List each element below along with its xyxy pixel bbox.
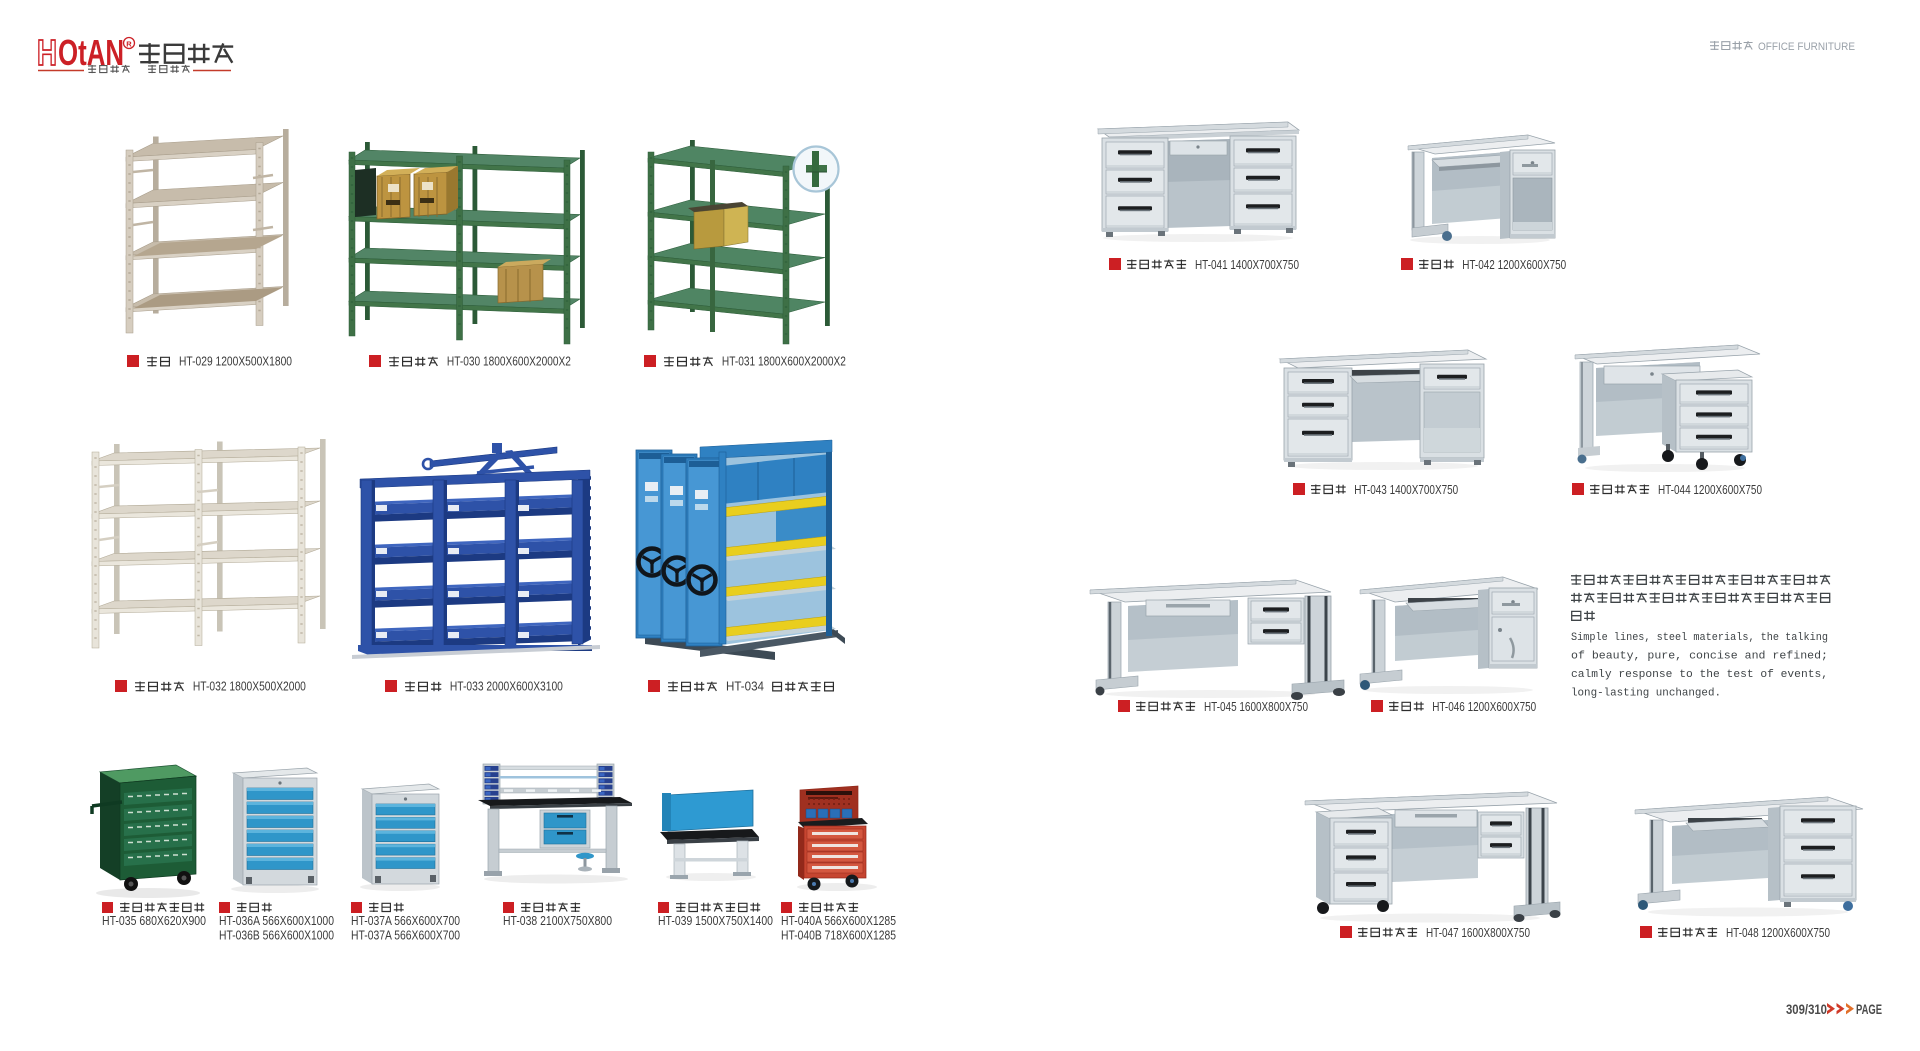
svg-text:HT-040B 718X600X1285: HT-040B 718X600X1285 xyxy=(781,929,896,943)
svg-text:HT-032 1800X500X2000: HT-032 1800X500X2000 xyxy=(193,680,306,694)
svg-text:HT-034: HT-034 xyxy=(726,680,764,694)
svg-text:HT-033 2000X600X3100: HT-033 2000X600X3100 xyxy=(450,680,563,694)
svg-text:OFFICE FURNITURE: OFFICE FURNITURE xyxy=(1758,41,1855,53)
svg-text:HT-036A 566X600X1000: HT-036A 566X600X1000 xyxy=(219,914,334,928)
svg-text:HT-031 1800X600X2000X2: HT-031 1800X600X2000X2 xyxy=(722,355,846,369)
svg-text:HT-043 1400X700X750: HT-043 1400X700X750 xyxy=(1354,483,1458,497)
svg-text:HT-035 680X620X900: HT-035 680X620X900 xyxy=(102,914,206,928)
svg-text:HT-045 1600X800X750: HT-045 1600X800X750 xyxy=(1204,700,1308,714)
svg-text:HT-044 1200X600X750: HT-044 1200X600X750 xyxy=(1658,483,1762,497)
svg-text:HT-040A 566X600X1285: HT-040A 566X600X1285 xyxy=(781,914,896,928)
svg-text:HT-036B 566X600X1000: HT-036B 566X600X1000 xyxy=(219,929,334,943)
svg-text:HT-030 1800X600X2000X2: HT-030 1800X600X2000X2 xyxy=(447,355,571,369)
svg-text:HT-048 1200X600X750: HT-048 1200X600X750 xyxy=(1726,926,1830,940)
svg-text:HT-046 1200X600X750: HT-046 1200X600X750 xyxy=(1432,700,1536,714)
svg-text:HT-047 1600X800X750: HT-047 1600X800X750 xyxy=(1426,926,1530,940)
svg-text:HT-029 1200X500X1800: HT-029 1200X500X1800 xyxy=(179,355,292,369)
svg-text:HT-037A 566X600X700: HT-037A 566X600X700 xyxy=(351,929,460,943)
svg-text:HT-038 2100X750X800: HT-038 2100X750X800 xyxy=(503,914,612,928)
svg-text:HT-041 1400X700X750: HT-041 1400X700X750 xyxy=(1195,258,1299,272)
svg-text:of beauty, pure, concise and r: of beauty, pure, concise and refined; xyxy=(1571,651,1828,663)
svg-text:calmly response to the test of: calmly response to the test of events, xyxy=(1571,669,1828,681)
svg-text:Simple lines, steel materials,: Simple lines, steel materials, the talki… xyxy=(1571,632,1828,644)
svg-text:HT-042 1200X600X750: HT-042 1200X600X750 xyxy=(1462,258,1566,272)
svg-text:309/310: 309/310 xyxy=(1786,1002,1827,1017)
svg-text:H: H xyxy=(37,32,57,73)
svg-text:HT-037A 566X600X700: HT-037A 566X600X700 xyxy=(351,914,460,928)
svg-text:long-lasting unchanged.: long-lasting unchanged. xyxy=(1571,688,1721,700)
svg-text:HT-039 1500X750X1400: HT-039 1500X750X1400 xyxy=(658,914,773,928)
svg-text:PAGE: PAGE xyxy=(1856,1002,1882,1017)
svg-text:R: R xyxy=(126,39,132,48)
